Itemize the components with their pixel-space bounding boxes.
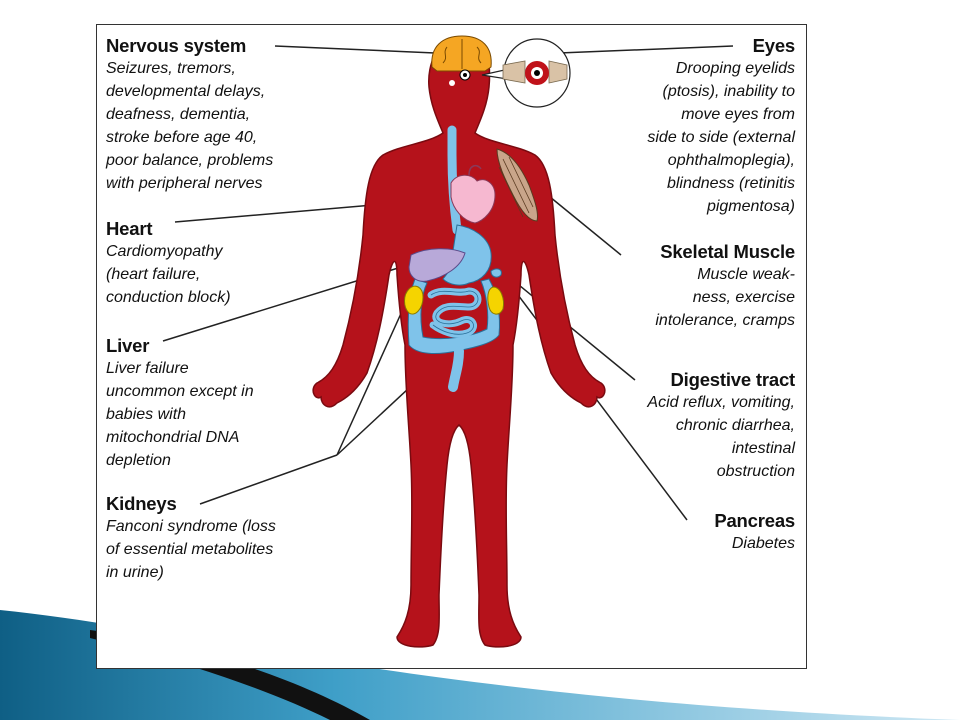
heart-vessel [468, 164, 482, 176]
label-liver: Liver Liver failure uncommon except in b… [106, 335, 306, 472]
label-heart: Heart Cardiomyopathy (heart failure, con… [106, 218, 296, 309]
label-muscle-title: Skeletal Muscle [660, 241, 795, 262]
label-nervous-system: Nervous system Seizures, tremors, develo… [106, 35, 346, 195]
label-eyes-title: Eyes [752, 35, 796, 56]
eye-inset [481, 38, 571, 108]
pancreas [490, 268, 502, 278]
label-pancreas-desc: Diabetes [731, 535, 795, 552]
brain-fold [442, 39, 482, 69]
label-heart-desc: Cardiomyopathy (heart failure, conductio… [106, 243, 231, 306]
leader-eyes [558, 45, 734, 54]
eye-muscle-left [502, 60, 526, 84]
label-kidneys-desc: Fanconi syndrome (loss of essential meta… [106, 518, 276, 581]
leader-kidney-b [336, 297, 409, 456]
leader-kidney-a [199, 454, 338, 505]
heart-shape [450, 174, 496, 224]
muscle-striations [498, 156, 534, 218]
label-skeletal-muscle: Skeletal Muscle Muscle weak- ness, exerc… [595, 241, 795, 332]
small-intestine-outline [430, 290, 479, 335]
blue-swoosh [0, 610, 960, 720]
kidney-right [487, 286, 504, 315]
label-pancreas: Pancreas Diabetes [675, 510, 795, 555]
eye-muscle-right [548, 60, 568, 84]
kidney-left [404, 285, 424, 315]
label-eyes-desc: Drooping eyelids (ptosis), inability to … [647, 60, 795, 215]
label-digestive-tract: Digestive tract Acid reflux, vomiting, c… [605, 369, 795, 483]
label-digestive-desc: Acid reflux, vomiting, chronic diarrhea,… [647, 394, 795, 480]
label-nervous-desc: Seizures, tremors, developmental delays,… [106, 60, 274, 192]
digestive-tract [407, 125, 500, 392]
brain [431, 35, 492, 72]
human-body-figure [162, 35, 734, 648]
label-liver-desc: Liver failure uncommon except in babies … [106, 360, 254, 469]
label-digestive-title: Digestive tract [670, 369, 796, 390]
liver [408, 248, 466, 282]
label-kidneys: Kidneys Fanconi syndrome (loss of essent… [106, 493, 346, 584]
label-liver-title: Liver [106, 335, 150, 356]
label-muscle-desc: Muscle weak- ness, exercise intolerance,… [655, 266, 795, 329]
skeletal-muscle [496, 148, 538, 222]
face-eye-left [449, 80, 455, 86]
face-eye-right-pupil [463, 73, 467, 77]
label-heart-title: Heart [106, 218, 153, 239]
label-pancreas-title: Pancreas [714, 510, 795, 531]
rectum [448, 346, 464, 392]
eyeball-pupil [534, 70, 540, 76]
label-nervous-title: Nervous system [106, 35, 247, 56]
leader-nervous [274, 45, 436, 54]
heart [450, 164, 496, 224]
label-kidneys-title: Kidneys [106, 493, 177, 514]
label-eyes: Eyes Drooping eyelids (ptosis), inabilit… [583, 35, 795, 218]
diagram-panel: Nervous system Seizures, tremors, develo… [96, 24, 807, 669]
